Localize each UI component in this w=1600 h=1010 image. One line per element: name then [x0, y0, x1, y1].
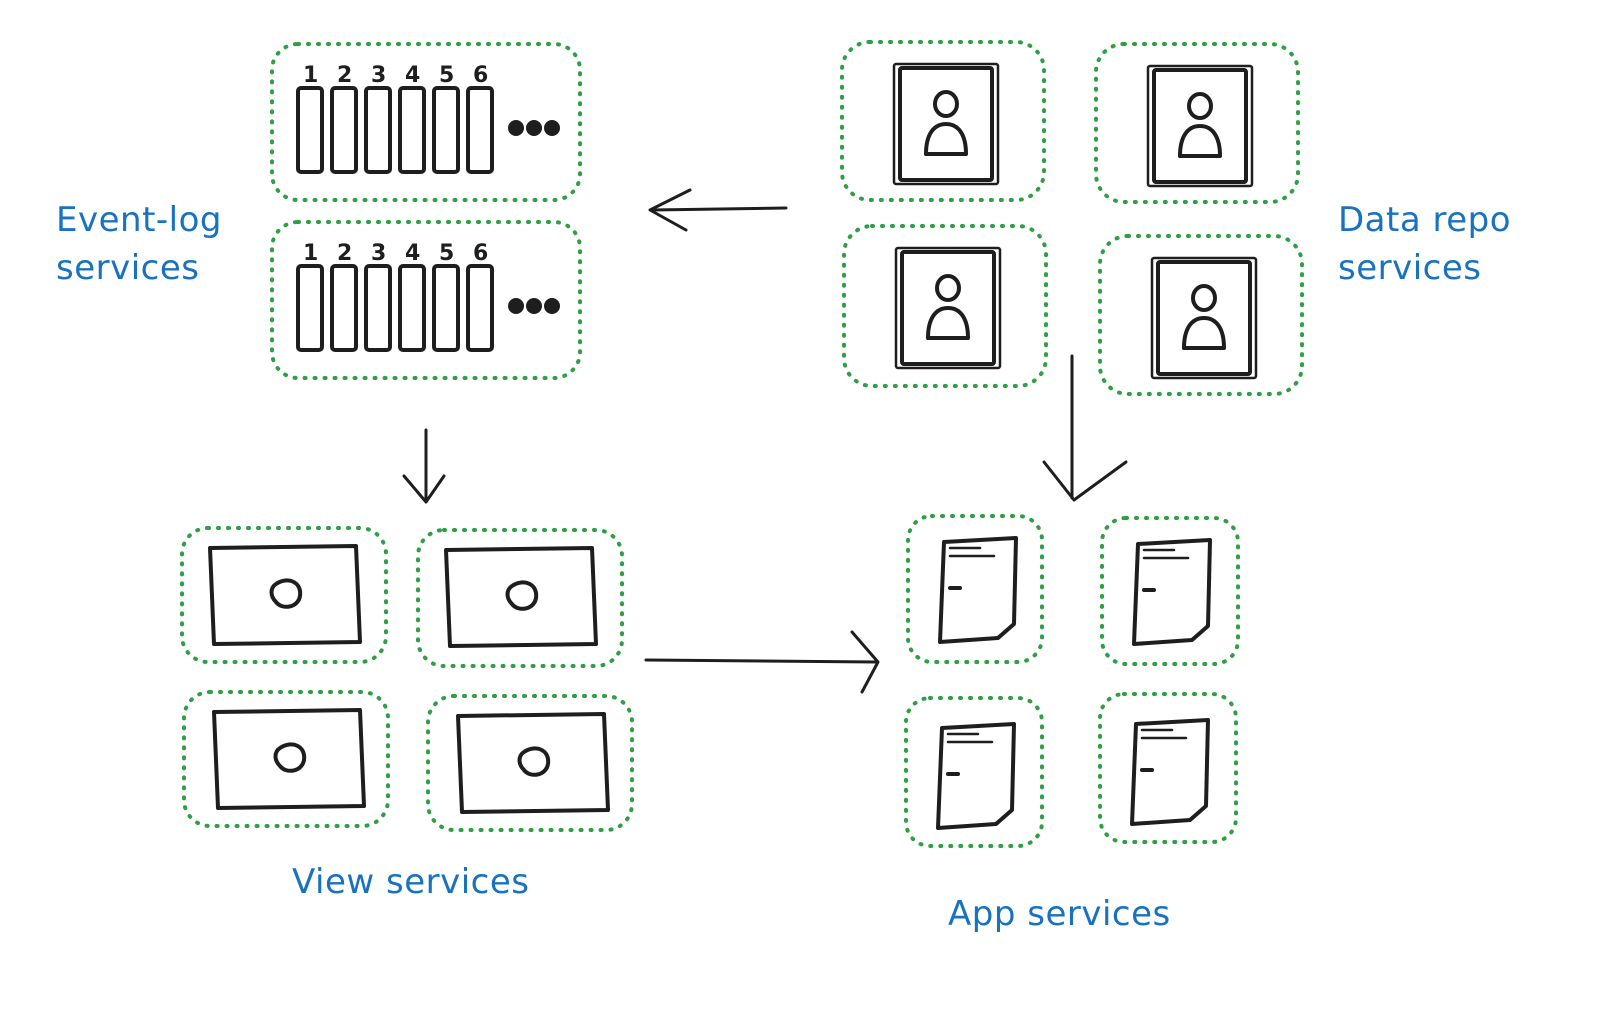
person-document-icon: [892, 62, 1000, 186]
view-service-box: [182, 690, 390, 828]
view-service-box: [180, 526, 388, 664]
arrow-view-to-app: [644, 630, 880, 694]
app-services-group: [904, 514, 1240, 848]
data-repo-group: [840, 40, 1304, 396]
app-service-box: [906, 514, 1044, 664]
view-services-group: [180, 526, 634, 832]
event-log-label-line2: services: [56, 248, 200, 288]
screen-with-circle-icon: [444, 546, 598, 648]
data-repo-label: Data repo services: [1338, 196, 1511, 292]
data-repo-label-line1: Data repo: [1338, 200, 1512, 240]
arrow-data-repo-to-app: [1042, 354, 1128, 502]
app-services-label: App services: [948, 890, 1171, 938]
arrow-data-repo-to-event-log: [648, 188, 788, 232]
event-log-label: Event-log services: [56, 196, 222, 292]
document-icon: [936, 722, 1016, 830]
data-repo-service-box: [842, 224, 1048, 388]
document-icon: [938, 536, 1018, 644]
view-services-label-text: View services: [292, 862, 530, 902]
arrow-event-log-to-view: [402, 428, 446, 504]
event-log-label-line1: Event-log: [56, 200, 222, 240]
view-service-box: [416, 528, 624, 668]
data-repo-service-box: [1098, 234, 1304, 396]
partitioned-log-icon: [296, 239, 562, 352]
event-log-service-box: [270, 220, 582, 380]
data-repo-label-line2: services: [1338, 248, 1482, 288]
app-services-label-text: App services: [948, 894, 1171, 934]
data-repo-service-box: [1094, 42, 1300, 204]
screen-with-circle-icon: [212, 708, 366, 810]
screen-with-circle-icon: [456, 712, 610, 814]
app-service-box: [1098, 692, 1238, 844]
partitioned-log-icon: [296, 61, 562, 174]
screen-with-circle-icon: [208, 544, 362, 646]
view-services-label: View services: [292, 858, 530, 906]
app-service-box: [904, 696, 1044, 848]
person-document-icon: [1146, 64, 1254, 188]
document-icon: [1132, 538, 1212, 646]
view-service-box: [426, 694, 634, 832]
event-log-group: [270, 42, 582, 380]
person-document-icon: [894, 246, 1002, 370]
event-log-service-box: [270, 42, 582, 202]
person-document-icon: [1150, 256, 1258, 380]
document-icon: [1130, 718, 1210, 826]
data-repo-service-box: [840, 40, 1046, 202]
